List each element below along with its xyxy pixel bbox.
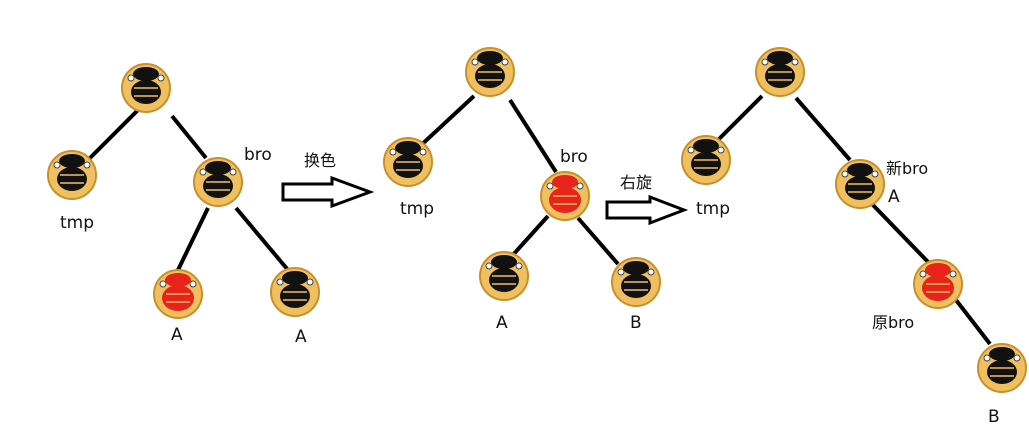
node-tmp <box>47 150 97 200</box>
node-root <box>755 47 805 97</box>
node-bro-red <box>540 171 590 221</box>
edge <box>510 214 550 258</box>
panel-1: tmp bro A A <box>47 63 320 347</box>
node-b <box>977 343 1027 393</box>
edge <box>954 298 992 346</box>
label-a: A <box>496 313 508 333</box>
edge <box>508 98 558 174</box>
label-tmp: tmp <box>696 199 730 219</box>
edge <box>794 96 852 162</box>
edge <box>234 206 290 272</box>
edge <box>86 108 140 162</box>
panel-2: tmp bro A B <box>383 47 661 333</box>
node-root <box>121 63 171 113</box>
node-a-black <box>270 267 320 317</box>
label-a: A <box>295 327 307 347</box>
node-b <box>611 257 661 307</box>
arrow-icon <box>605 194 689 226</box>
edge <box>170 114 208 160</box>
arrow-rotate-right: 右旋 <box>605 173 689 226</box>
label-tmp: tmp <box>60 213 94 233</box>
label-a: A <box>171 325 183 345</box>
label-new-bro: 新bro <box>886 159 928 178</box>
label-bro: bro <box>560 147 588 167</box>
node-tmp <box>681 135 731 185</box>
arrow-recolor: 换色 <box>281 151 375 209</box>
node-root <box>465 47 515 97</box>
node-a-red <box>153 269 203 319</box>
edge <box>416 94 476 150</box>
label-b: B <box>630 313 642 333</box>
node-new-bro <box>835 159 885 209</box>
node-a <box>479 251 529 301</box>
edge <box>176 207 210 271</box>
label-b: B <box>988 407 1000 427</box>
label-bro: bro <box>244 145 272 165</box>
node-tmp <box>383 137 433 187</box>
node-old-bro-red <box>913 259 963 309</box>
panel-3: tmp 新bro A 原bro B <box>681 47 1027 427</box>
arrow-label: 换色 <box>304 151 336 170</box>
label-old-bro: 原bro <box>872 313 914 332</box>
label-a: A <box>888 187 900 207</box>
edge <box>710 94 764 148</box>
edge <box>870 202 932 266</box>
node-bro <box>193 157 243 207</box>
label-tmp: tmp <box>400 199 434 219</box>
edge <box>576 216 620 266</box>
arrow-icon <box>281 175 375 209</box>
arrow-label: 右旋 <box>620 173 652 192</box>
